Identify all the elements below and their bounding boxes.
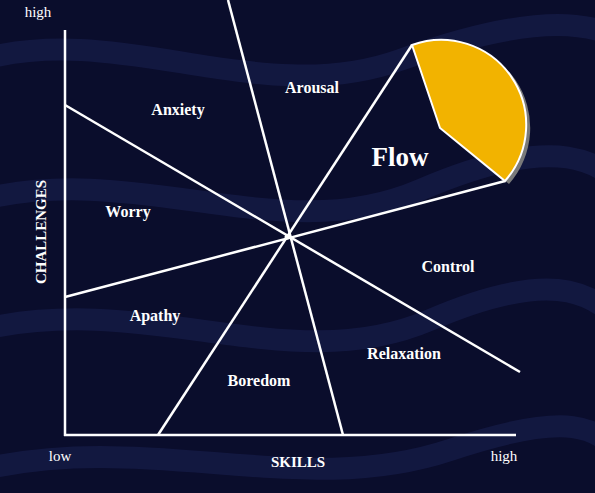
axis-title: SKILLS — [271, 455, 325, 470]
axis-title: CHALLENGES — [34, 180, 49, 284]
flow-wedge — [412, 40, 526, 181]
x-axis — [64, 434, 516, 437]
region-label: Anxiety — [151, 102, 204, 118]
center-point — [285, 235, 290, 240]
region-label: Relaxation — [367, 346, 441, 362]
region-label: Control — [421, 259, 474, 275]
divider-line — [65, 105, 520, 372]
region-label: Boredom — [228, 373, 291, 389]
axis-end-label: low — [49, 449, 72, 464]
wave — [0, 289, 595, 341]
y-axis — [64, 30, 67, 436]
region-label: Worry — [105, 204, 150, 220]
axis-end-label: high — [25, 5, 52, 20]
axis-end-label: high — [491, 449, 518, 464]
region-label: Arousal — [285, 80, 339, 96]
region-label: Apathy — [130, 308, 181, 324]
background-waves — [0, 25, 595, 470]
wave — [0, 426, 595, 470]
divider-line — [228, 0, 343, 435]
region-label: Flow — [372, 144, 429, 171]
